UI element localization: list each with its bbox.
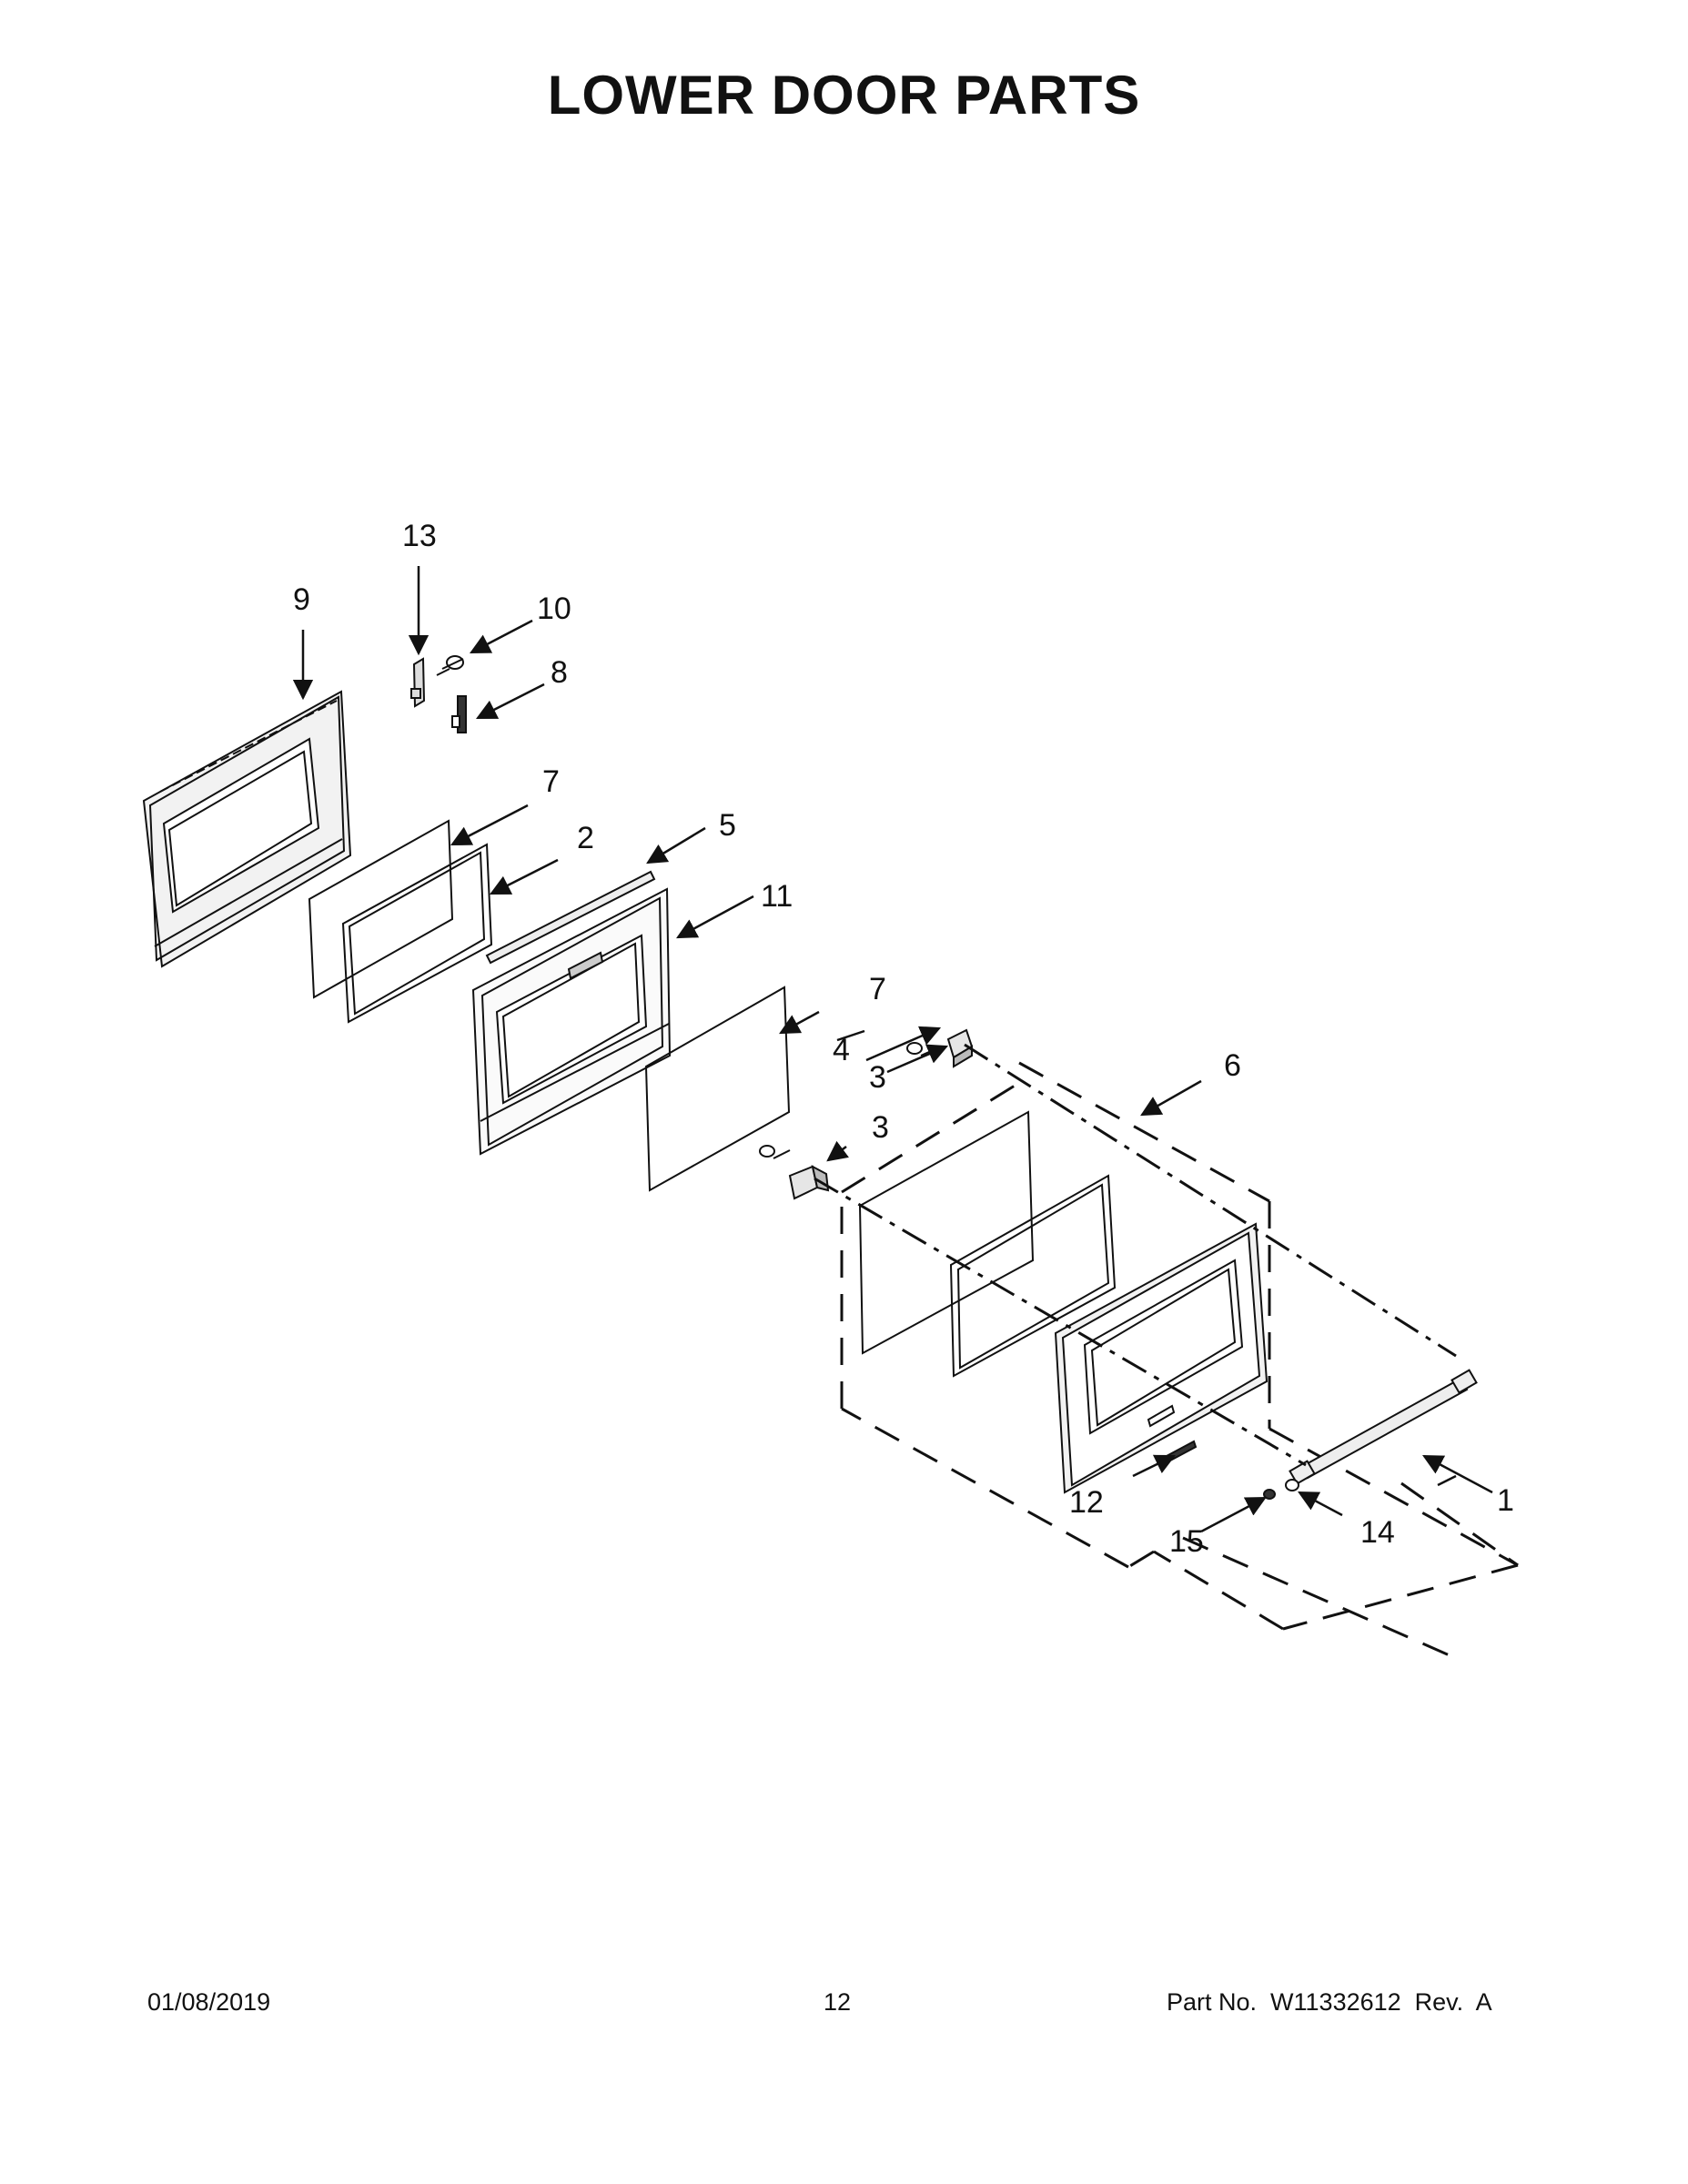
latch-part-8 <box>451 695 467 733</box>
inner-door-panel-part-9 <box>142 690 352 968</box>
top-trim-part-5 <box>485 870 656 965</box>
door-frame-part-11 <box>471 887 672 1156</box>
callout-11: 11 <box>761 879 793 914</box>
latch-bracket-part-13 <box>410 657 426 708</box>
assembly-outline-part-6 <box>840 1061 1519 1658</box>
handle-part-1 <box>1289 1369 1478 1485</box>
callout-3-lower: 3 <box>872 1110 889 1145</box>
callout-13: 13 <box>402 519 437 553</box>
outer-door-front <box>1054 1222 1269 1494</box>
leader-arrows <box>292 566 1493 1533</box>
callout-14: 14 <box>1360 1515 1395 1550</box>
callout-6: 6 <box>1224 1048 1241 1083</box>
callout-labels: 13 9 10 8 7 2 5 11 7 4 3 3 6 12 15 14 1 <box>293 519 1514 1559</box>
assembly-centerlines <box>814 1043 1457 1467</box>
glass-pane-part-7-upper <box>308 819 454 999</box>
footer-date: 01/08/2019 <box>147 1988 271 2016</box>
callout-1: 1 <box>1497 1483 1514 1518</box>
callout-7-lower: 7 <box>869 972 886 1006</box>
callout-10: 10 <box>537 592 571 626</box>
footer-part-number: Part No. W11332612 Rev. A <box>1167 1988 1492 2016</box>
callout-7-upper: 7 <box>542 764 560 799</box>
callout-9: 9 <box>293 582 310 617</box>
gasket-frame-rear <box>949 1174 1117 1378</box>
footer-page-number: 12 <box>824 1988 852 2016</box>
callout-5: 5 <box>719 808 736 843</box>
gasket-part-2 <box>341 843 493 1024</box>
callout-8: 8 <box>551 655 568 690</box>
screw-part-10 <box>436 655 464 676</box>
page-title: LOWER DOOR PARTS <box>547 65 1141 126</box>
glass-pane-part-7-lower <box>644 986 791 1192</box>
callout-3-upper: 3 <box>869 1060 886 1095</box>
callout-4: 4 <box>833 1033 850 1067</box>
callout-2: 2 <box>577 821 594 855</box>
outer-glass-part-6 <box>858 1110 1035 1355</box>
callout-15: 15 <box>1169 1524 1204 1559</box>
callout-12: 12 <box>1069 1485 1104 1520</box>
fastener-parts-14-15 <box>1263 1479 1299 1500</box>
